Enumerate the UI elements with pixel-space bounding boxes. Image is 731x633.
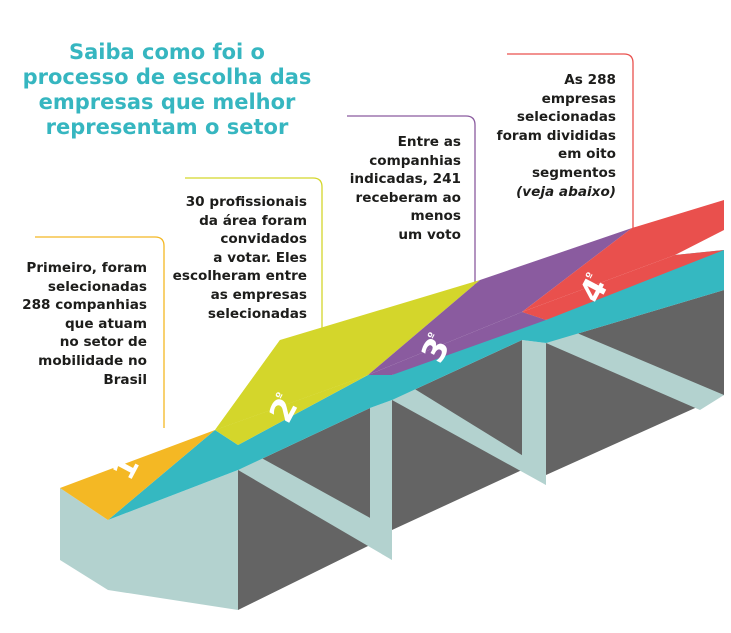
step-number-4-ordinal: º	[583, 270, 597, 282]
caption-line: selecionadas	[207, 305, 307, 322]
side-wall-1	[60, 488, 108, 590]
connector-step-3	[347, 115, 476, 300]
title-line: processo de escolha das	[22, 65, 312, 89]
step-3-caption: Entre as companhias indicadas, 241 receb…	[350, 133, 461, 245]
step-2-caption: 30 profissionais da área foram convidado…	[173, 193, 307, 323]
caption-line: Primeiro, foram	[26, 260, 147, 276]
title-line: representam o setor	[45, 115, 289, 139]
step-3-riser	[368, 228, 632, 375]
caption-line: da área foram	[199, 212, 307, 229]
caption-line: menos	[410, 208, 462, 225]
caption-line: as empresas	[210, 286, 307, 303]
step-4-top	[522, 250, 724, 320]
caption-note: (veja abaixo)	[497, 183, 616, 202]
caption-line: selecionadas	[47, 278, 147, 295]
connector-step-4	[507, 53, 634, 240]
connector-step-1	[35, 236, 165, 428]
caption-line: receberam ao	[355, 189, 461, 206]
side-walls	[60, 320, 724, 610]
side-wall-3	[238, 445, 392, 560]
connector-lines	[35, 53, 634, 428]
step-1-top	[60, 430, 215, 520]
caption-note-text: (veja abaixo)	[516, 183, 616, 200]
step-number-2-ordinal: º	[273, 390, 287, 402]
side-wall-5	[392, 375, 546, 485]
side-wall-2	[108, 470, 238, 610]
caption-line: Brasil	[103, 371, 147, 388]
caption-line: escolheram entre	[172, 268, 307, 285]
caption-line: em oito	[558, 146, 616, 163]
caption-line: 288 companhias	[22, 297, 147, 314]
caption-line: segmentos	[531, 164, 616, 181]
side-wall-6	[522, 340, 546, 485]
caption-line: companhias	[369, 152, 461, 169]
caption-line: selecionadas	[516, 109, 616, 126]
step-number-3-ordinal: º	[425, 330, 439, 342]
step-4-caption: As 288 empresas selecionadas foram divid…	[497, 71, 616, 201]
front-face-1	[108, 430, 238, 520]
inner-wall-1	[238, 408, 370, 610]
caption-line: mobilidade no	[38, 352, 147, 369]
page-title: Saiba como foi o processo de escolha das…	[22, 40, 312, 140]
caption-line: Entre as	[397, 134, 461, 150]
caption-line: As 288	[564, 72, 616, 88]
step-4-riser	[522, 200, 724, 312]
caption-line: convidados	[220, 231, 307, 248]
title-line: Saiba como foi o	[68, 40, 265, 64]
step-number-1-ordinal: º	[115, 448, 129, 460]
front-face-2	[238, 375, 392, 470]
caption-line: no setor de	[59, 334, 147, 351]
caption-line: indicadas, 241	[349, 171, 461, 188]
step-2-riser	[215, 280, 480, 430]
connector-step-2	[185, 177, 323, 360]
step-3-top	[368, 312, 546, 375]
title-line: empresas que melhor	[38, 90, 296, 114]
front-faces	[108, 250, 724, 520]
inner-wall-3	[546, 290, 724, 475]
front-face-4	[546, 250, 724, 343]
step-1-caption: Primeiro, foram selecionadas 288 companh…	[22, 259, 147, 389]
caption-line: a votar. Eles	[213, 249, 307, 266]
caption-line: que atuam	[64, 315, 147, 332]
front-face-3	[392, 312, 546, 400]
caption-line: foram divididas	[496, 127, 616, 144]
side-wall-4	[370, 400, 392, 560]
side-wall-7	[546, 320, 724, 410]
caption-line: um voto	[398, 226, 461, 243]
caption-line: empresas	[541, 90, 616, 107]
caption-line: 30 profissionais	[185, 194, 307, 210]
step-2-top	[215, 375, 368, 445]
